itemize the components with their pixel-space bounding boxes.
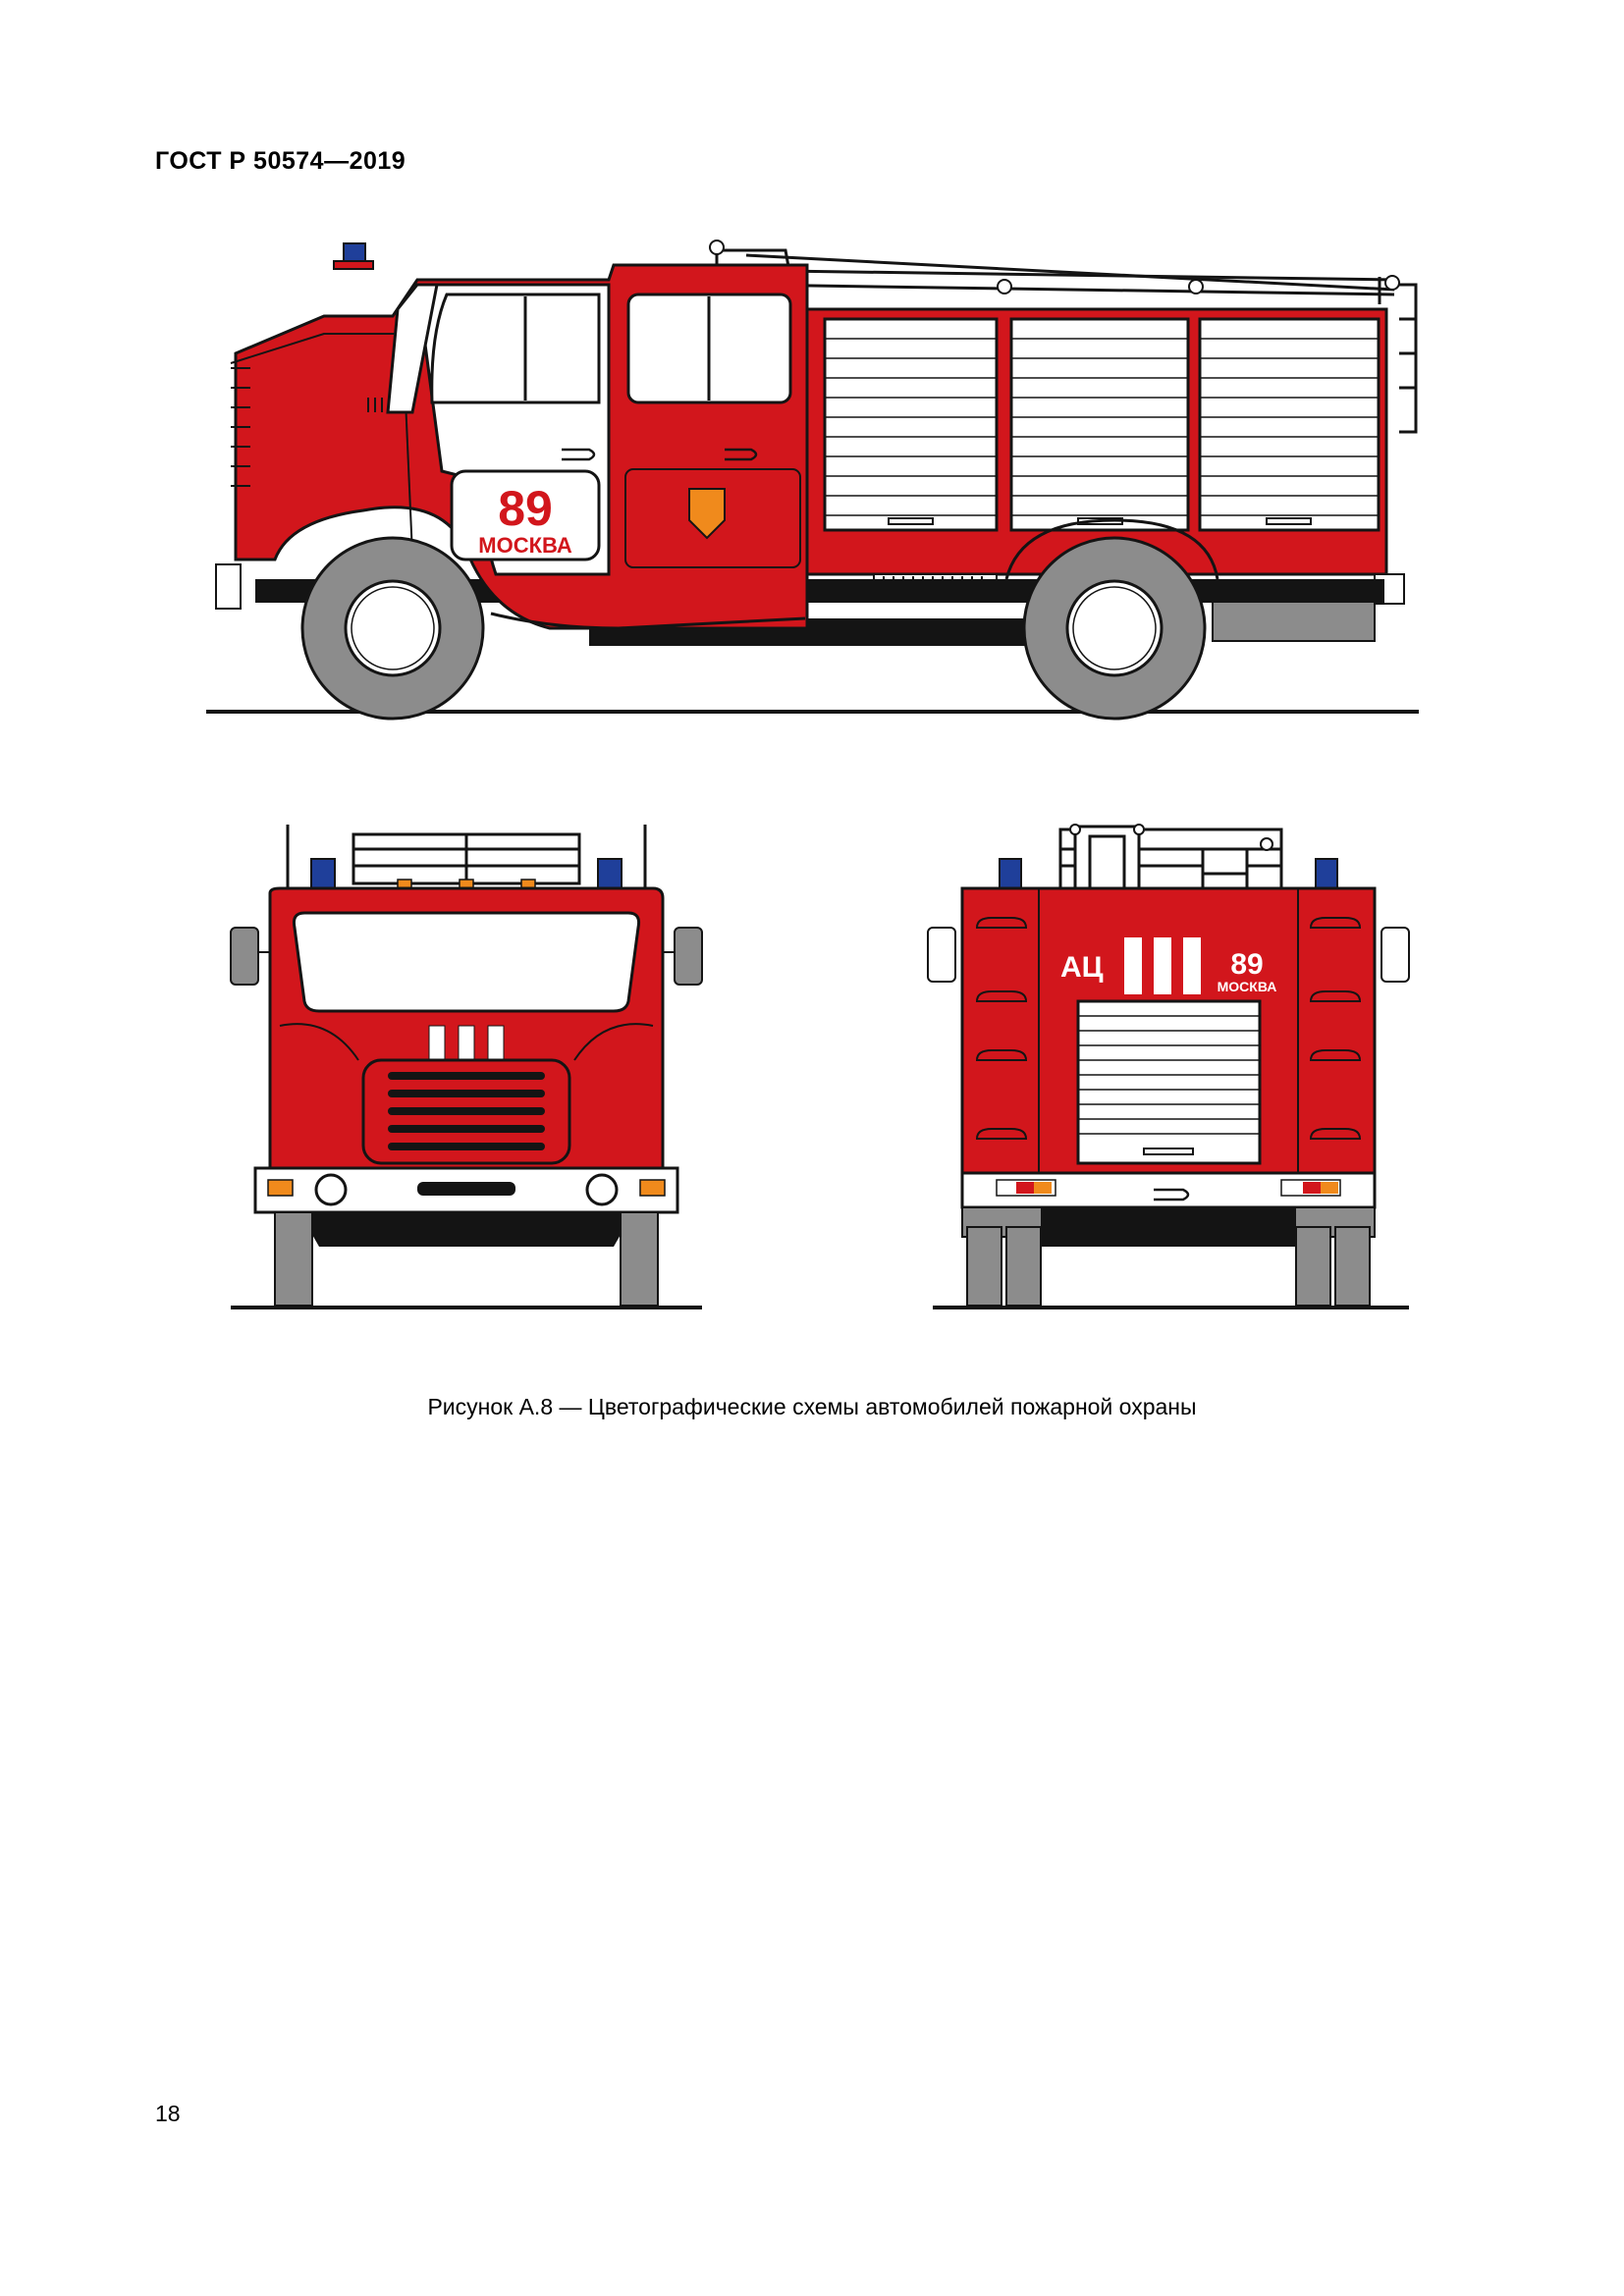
turn-signal-left: [267, 1179, 294, 1197]
ground-line: [206, 710, 1419, 714]
roof-rail-knob: [997, 279, 1012, 294]
bumper-slot: [417, 1182, 515, 1196]
ground-line: [231, 1306, 702, 1309]
beacon-right: [1315, 858, 1338, 889]
front-bumper: [215, 563, 242, 610]
front-tire-left: [274, 1211, 313, 1307]
front-door-window: [430, 293, 601, 404]
front-tire-right: [620, 1211, 659, 1307]
mirror-right: [1380, 927, 1410, 983]
rear-tire: [1295, 1226, 1331, 1307]
turn-signal-right: [639, 1179, 666, 1197]
side-unit-number: 89: [498, 481, 553, 536]
windshield: [293, 911, 640, 1013]
mirror-right: [674, 927, 703, 986]
hood-stripes: [428, 1025, 505, 1061]
rear-city-label: МОСКВА: [1218, 979, 1277, 994]
beacon-left: [310, 858, 336, 889]
rear-ladder: [1399, 283, 1418, 434]
headlight-right: [585, 1173, 619, 1206]
tow-hook: [1154, 1188, 1190, 1201]
rear-tire: [966, 1226, 1002, 1307]
roof-rail-knob: [1188, 279, 1204, 294]
rear-unit-number: 89: [1230, 948, 1263, 981]
beacon-left: [999, 858, 1022, 889]
rear-type-code: АЦ: [1060, 951, 1104, 984]
fire-truck-rear-view: АЦ 89 МОСКВА: [923, 805, 1414, 1315]
roller-shutter-doors: [823, 317, 1380, 532]
rear-tire: [1334, 1226, 1371, 1307]
undercarriage: [299, 1212, 633, 1247]
mirror-left: [230, 927, 259, 986]
rear-door-lower-panel: [624, 468, 801, 568]
rear-wheel-arch: [1004, 518, 1219, 580]
figure-caption: Рисунок А.8 — Цветографические схемы авт…: [427, 1394, 1197, 1419]
rear-roller-shutter: [1076, 999, 1262, 1165]
grille-slats: [231, 367, 250, 487]
mirror-left: [927, 927, 956, 983]
hood-contour: [230, 333, 413, 556]
roof-rail-knob: [709, 240, 725, 255]
cab-step: [490, 612, 806, 630]
beacon-right: [597, 858, 623, 889]
document-header: ГОСТ Р 50574—2019: [155, 147, 406, 175]
door-number-plate: [450, 469, 601, 561]
compartment-handles: [975, 917, 1362, 1140]
headlight-left: [314, 1173, 348, 1206]
front-door-handle: [562, 448, 596, 461]
roof-rack: [715, 248, 1395, 305]
windshield: [386, 283, 439, 414]
roof-rail-knob: [1384, 275, 1400, 291]
ground-line: [933, 1306, 1409, 1309]
shutter-slats: [825, 338, 1379, 516]
grille-bars: [388, 1072, 545, 1150]
rear-wheel: [1022, 536, 1207, 721]
rear-door-handle: [725, 448, 758, 461]
front-wheel: [300, 536, 485, 721]
page-number: 18: [155, 2101, 181, 2126]
fire-truck-front-view: [221, 805, 712, 1315]
rear-stripes: [1124, 937, 1201, 994]
roof-rack: [352, 832, 581, 885]
fire-truck-side-view: 89 МОСКВА: [196, 226, 1424, 726]
fire-service-emblem: [688, 488, 726, 540]
side-city-label: МОСКВА: [478, 533, 572, 558]
rear-tire: [1005, 1226, 1042, 1307]
